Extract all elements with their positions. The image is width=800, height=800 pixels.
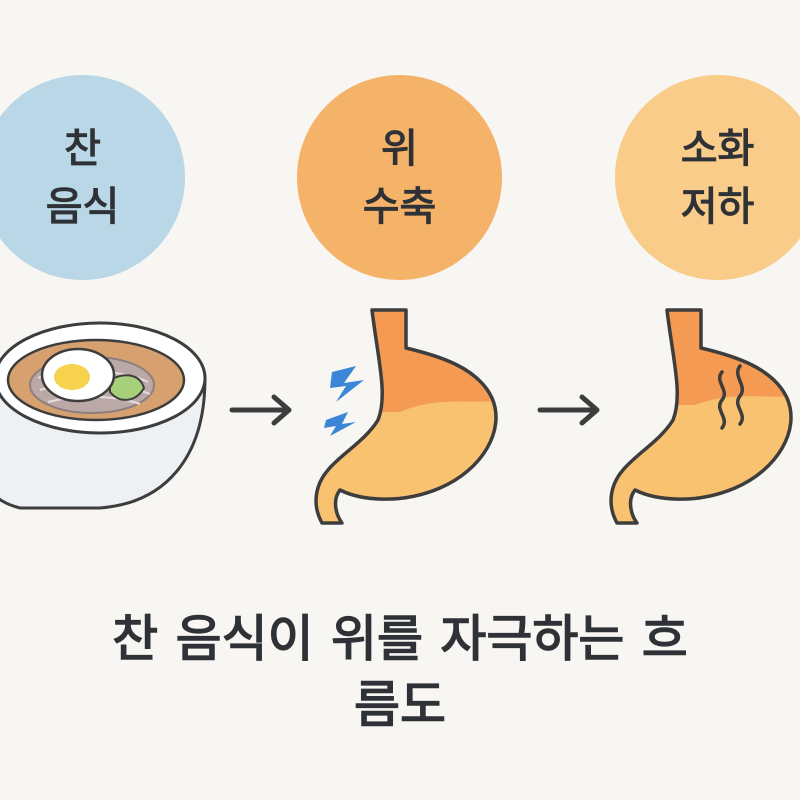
step-contraction-circle: 위 수축 bbox=[297, 75, 502, 280]
diagram-title: 찬 음식이 위를 자극하는 흐 름도 bbox=[0, 606, 800, 738]
step-cold-food-line1: 찬 bbox=[64, 125, 101, 172]
arrow-right-icon bbox=[537, 394, 600, 426]
step-indigestion-circle: 소화 저하 bbox=[615, 75, 800, 280]
stomach-icon bbox=[314, 308, 498, 525]
step-cold-food-line2: 음식 bbox=[45, 183, 120, 230]
heat-waves-icon bbox=[718, 364, 744, 430]
arrow-right-icon bbox=[229, 394, 292, 426]
noodle-bowl-icon bbox=[0, 321, 207, 510]
step-indigestion-line1: 소화 bbox=[680, 125, 755, 172]
diagram-title-line2: 름도 bbox=[354, 676, 446, 734]
step-contraction-line1: 위 bbox=[381, 125, 418, 172]
diagram-title-line1: 찬 음식이 위를 자극하는 흐 bbox=[112, 610, 688, 668]
cramp-bolt-icon bbox=[324, 366, 364, 436]
step-cold-food-circle: 찬 음식 bbox=[0, 75, 185, 280]
step-indigestion-line2: 저하 bbox=[680, 183, 755, 230]
step-contraction-line2: 수축 bbox=[362, 183, 437, 230]
stomach-icon bbox=[609, 308, 793, 525]
